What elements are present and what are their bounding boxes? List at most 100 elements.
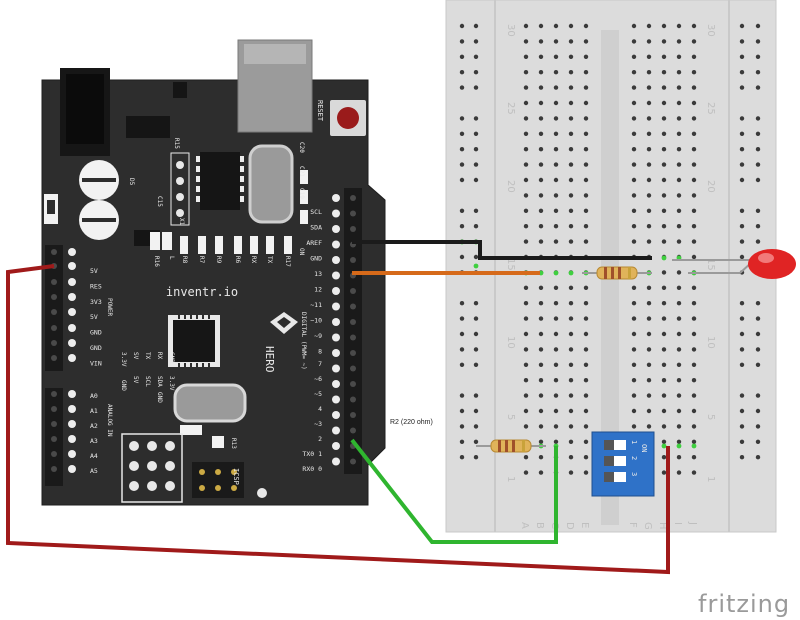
top-pin-label: 12 <box>314 286 322 294</box>
top-pin-label: AREF <box>306 239 322 247</box>
header-pin <box>350 288 356 294</box>
component-label: RX <box>250 256 257 264</box>
header-pad <box>68 262 76 270</box>
column-letter: J <box>687 521 698 525</box>
header-pad <box>68 354 76 362</box>
header-pad <box>332 209 340 218</box>
header-pin <box>350 427 356 434</box>
analog-pin-label: A0 <box>90 392 98 400</box>
header-pad <box>68 339 76 347</box>
header-pad <box>332 240 340 249</box>
component-label: X1 <box>178 218 185 226</box>
icsp-header <box>192 462 244 498</box>
header-pad <box>68 248 76 256</box>
arduino-board: inventr.io HERO RESET DIGITAL (PWM= ~) P… <box>41 39 386 506</box>
column-letter: F <box>627 522 638 528</box>
header-pad <box>68 420 76 428</box>
digital-pin-label: RX0 0 <box>302 465 322 473</box>
digital-pin-label: TX0 1 <box>302 450 322 458</box>
power-pin-label: 5V <box>90 313 98 321</box>
top-pin-label: ~10 <box>310 317 322 325</box>
header-pin <box>350 334 356 341</box>
top-pin-label: SCL <box>310 208 322 216</box>
header-pin <box>51 355 57 361</box>
header-pin <box>51 451 57 457</box>
header-pin <box>350 365 356 372</box>
component-label: R16 <box>153 256 160 267</box>
header-pad <box>332 411 340 419</box>
header-pin <box>350 226 356 232</box>
row-number-right: 25 <box>705 102 716 115</box>
header-pad <box>68 278 76 286</box>
header-pad <box>68 390 76 398</box>
header-pad <box>332 256 340 264</box>
header-pad <box>332 333 340 342</box>
column-letter: I <box>672 522 683 525</box>
row-number-right: 5 <box>705 414 716 420</box>
header-pin <box>350 257 356 263</box>
power-header-label: POWER <box>106 298 113 316</box>
resistor-2 <box>476 439 546 453</box>
component-label: R7 <box>198 256 205 264</box>
row-number-right: 15 <box>705 258 716 271</box>
header-pin <box>350 350 356 356</box>
component-label: D5 <box>128 178 135 186</box>
power-pin-label: 5V <box>90 267 98 275</box>
board-pin-label: GND <box>120 380 127 391</box>
board-pin-label: SCL <box>144 376 151 387</box>
wire-red <box>6 264 670 575</box>
header-pad <box>68 293 76 301</box>
header-pad <box>332 302 340 311</box>
board-pin-label: GND <box>156 392 163 403</box>
digital-pin-label: 7 <box>318 360 322 368</box>
component-label: R15 <box>173 138 180 149</box>
header-pin <box>51 294 57 300</box>
column-letter: H <box>657 522 668 530</box>
digital-pin-label: ~6 <box>314 375 322 383</box>
component-label: L <box>168 256 175 260</box>
top-pin-label: SDA <box>310 224 322 232</box>
header-pad <box>68 465 76 473</box>
board-pin-label: 3.3V <box>168 376 175 391</box>
small-header <box>170 152 190 226</box>
brand-text: inventr.io <box>166 285 238 299</box>
row-number-right: 20 <box>705 180 716 193</box>
row-number-left: 10 <box>505 336 516 349</box>
header-pin <box>51 466 57 472</box>
board-pin-label: 5V <box>132 376 139 384</box>
header-pad <box>332 194 340 202</box>
digital-pin-label: ~5 <box>314 390 322 398</box>
dip-label-1: 1 <box>630 440 638 444</box>
power-pin-label: 3V3 <box>90 298 102 306</box>
header-pin <box>51 406 57 412</box>
component-label: C21 <box>298 166 305 177</box>
board-pin-label: RX <box>156 352 163 360</box>
header-pad <box>332 380 340 388</box>
board-pin-label: TX <box>144 352 151 360</box>
digital-header-label: DIGITAL (PWM= ~) <box>300 312 307 370</box>
header-pin <box>51 391 57 397</box>
dip-label-2: 2 <box>630 456 638 460</box>
digital-pin-label: 2 <box>318 435 322 443</box>
top-pin-label: GND <box>310 255 322 263</box>
header-pad <box>68 435 76 443</box>
row-number-right: 30 <box>705 24 716 37</box>
board-pin-label: 3.3V <box>120 352 127 367</box>
fritzing-logo: fritzing <box>698 590 790 618</box>
header-pad <box>332 457 340 466</box>
component-label: R6 <box>234 256 241 264</box>
header-pin <box>350 319 356 325</box>
crystal-oscillator <box>248 144 294 224</box>
header-pin <box>350 458 356 465</box>
row-number-left: 1 <box>505 476 516 482</box>
digital-pin-label: ~3 <box>314 420 322 428</box>
header-pad <box>332 271 340 280</box>
header-pin <box>51 325 57 331</box>
resistor-1 <box>582 266 652 280</box>
header-pad <box>332 318 340 326</box>
header-pad <box>332 225 340 233</box>
component-label: R17 <box>284 256 291 267</box>
header-pad <box>68 324 76 332</box>
crystal-2 <box>173 383 247 423</box>
